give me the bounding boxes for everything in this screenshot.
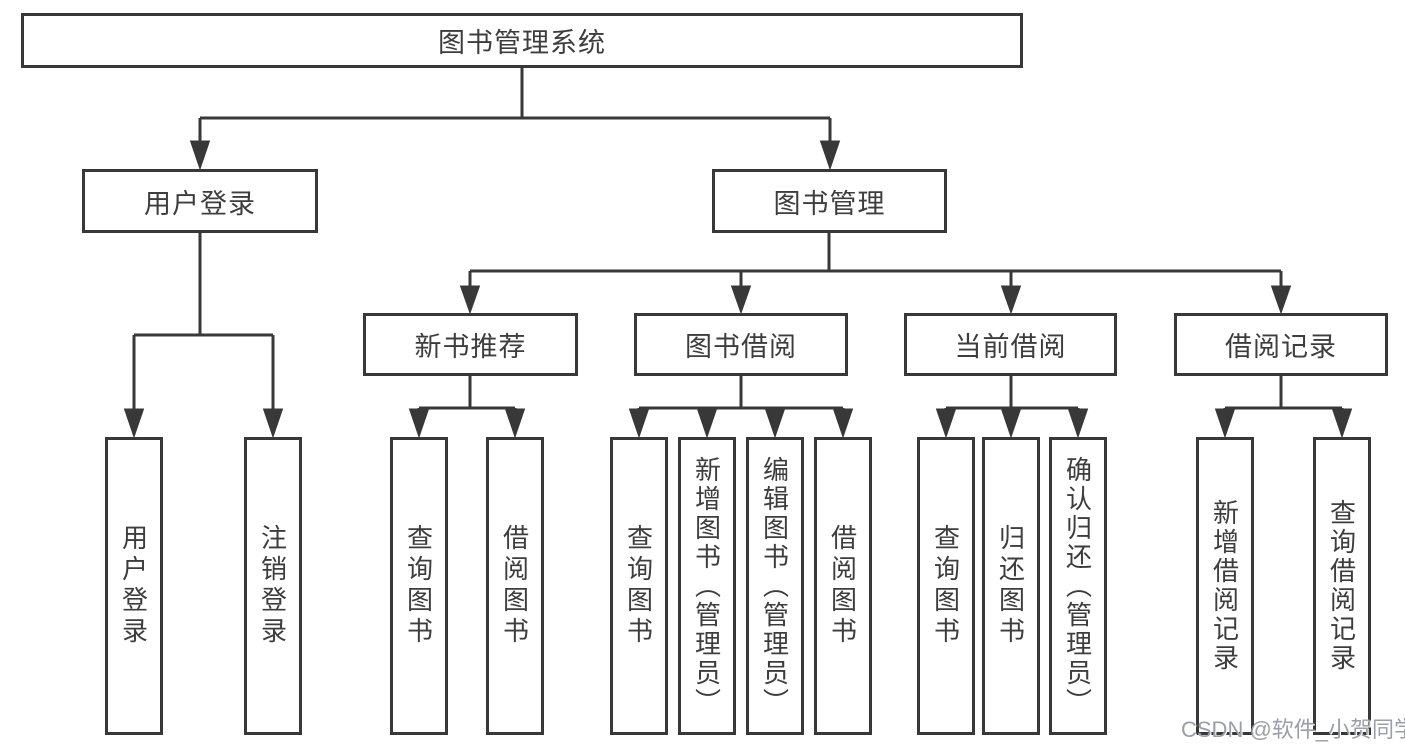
leaf-confirm-return-admin: 确认归还（管理员） [1049,437,1107,735]
leaf-add-borrow-record-label: 新增借阅记录 [1209,499,1240,673]
node-borrow-record-label: 借阅记录 [1225,332,1337,362]
leaf-add-borrow-record: 新增借阅记录 [1196,437,1254,735]
node-user-login-label: 用户登录 [144,188,256,219]
leaf-borrow-book-2: 借阅图书 [814,437,872,735]
edge-book-borrow-to-children [628,376,854,439]
watermark: CSDN @软件_小贺同学 [1181,717,1405,742]
node-book-mgmt: 图书管理 [712,169,947,233]
edge-new-book-rec-to-children [408,376,526,439]
leaf-query-book-3: 查询图书 [917,437,975,735]
node-borrow-record: 借阅记录 [1174,313,1388,376]
leaf-query-borrow-record-label: 查询借阅记录 [1326,499,1357,673]
leaf-return-book: 归还图书 [982,437,1040,735]
leaf-borrow-book-2-label: 借阅图书 [827,524,858,648]
edge-book-mgmt-to-level3 [459,233,1292,315]
node-new-book-rec-label: 新书推荐 [414,332,527,362]
edge-borrow-record-to-children [1214,376,1353,439]
node-root-label: 图书管理系统 [438,28,606,58]
leaf-borrow-book-1-label: 借阅图书 [499,524,530,648]
leaf-return-book-label: 归还图书 [995,524,1026,648]
node-user-login: 用户登录 [82,169,318,233]
leaf-edit-book-admin: 编辑图书（管理员） [746,437,804,735]
node-current-borrow-label: 当前借阅 [954,332,1067,362]
node-current-borrow: 当前借阅 [904,313,1117,376]
leaf-query-book-2-label: 查询图书 [623,524,654,648]
leaf-edit-book-admin-label: 编辑图书（管理员） [759,455,790,717]
leaf-query-book-1-label: 查询图书 [403,524,434,648]
leaf-add-book-admin-label: 新增图书（管理员） [691,455,722,717]
leaf-confirm-return-admin-label: 确认归还（管理员） [1062,455,1093,717]
leaf-query-book-1: 查询图书 [390,437,448,735]
node-book-borrow-label: 图书借阅 [685,332,797,362]
leaf-user-login: 用户登录 [105,437,163,735]
leaf-logout: 注销登录 [244,437,302,735]
leaf-user-login-label: 用户登录 [118,524,149,648]
node-new-book-rec: 新书推荐 [363,313,578,376]
node-book-mgmt-label: 图书管理 [773,188,886,219]
leaf-logout-label: 注销登录 [257,524,288,648]
leaf-query-book-3-label: 查询图书 [930,524,961,648]
node-root: 图书管理系统 [21,13,1023,68]
leaf-query-book-2: 查询图书 [610,437,668,735]
edge-root-to-level2 [189,68,841,171]
leaf-borrow-book-1: 借阅图书 [486,437,544,735]
edge-current-borrow-to-children [935,376,1089,439]
node-book-borrow: 图书借阅 [634,313,848,376]
leaf-query-borrow-record: 查询借阅记录 [1313,437,1371,735]
leaf-add-book-admin: 新增图书（管理员） [678,437,736,735]
edge-user-login-to-children [123,233,284,439]
